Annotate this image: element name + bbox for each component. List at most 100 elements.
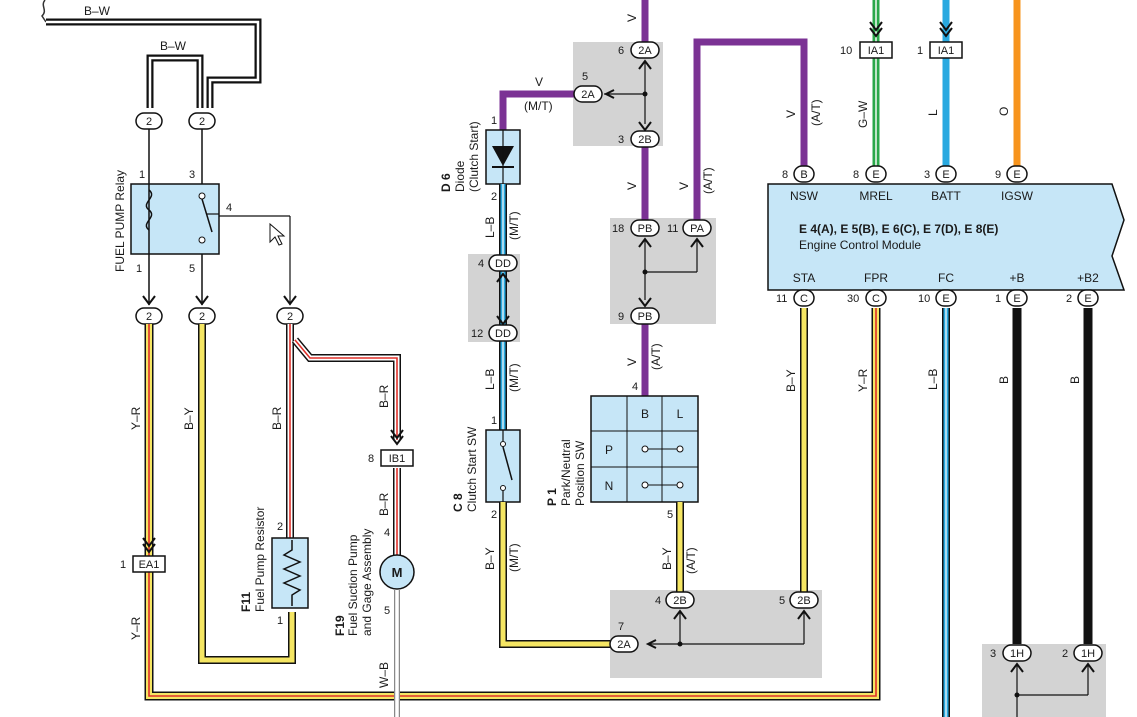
svg-text:8: 8 (782, 169, 788, 181)
svg-text:7: 7 (618, 621, 624, 633)
relay-name: FUEL PUMP Relay (113, 170, 127, 272)
label-mt-clutch: (M/T) (507, 543, 521, 572)
svg-text:E: E (1084, 293, 1091, 305)
svg-text:IA1: IA1 (938, 45, 955, 57)
junction-bottom-2b-2a: 2B 4 2B 5 2A 7 (609, 591, 819, 653)
pnp-code: P 1 (545, 488, 559, 506)
label-mt-lb1: (M/T) (507, 211, 521, 240)
junction-block-bottom (610, 590, 822, 678)
svg-text:2: 2 (199, 311, 205, 323)
svg-text:1H: 1H (1081, 648, 1095, 660)
ecm-name: Engine Control Module (799, 238, 921, 252)
svg-text:18: 18 (612, 223, 624, 235)
svg-text:PB: PB (638, 223, 653, 235)
svg-text:4: 4 (655, 595, 661, 607)
svg-text:PB: PB (638, 311, 653, 323)
relay-pin5: 5 (189, 263, 195, 275)
connector-2-by: 2 (188, 295, 216, 325)
svg-text:FPR: FPR (864, 271, 888, 285)
fuel-pump-motor: M (379, 554, 415, 717)
junction-2a-mid: 2A 5 (573, 71, 603, 103)
svg-text:11: 11 (776, 293, 787, 305)
label-at-nsw: (A/T) (809, 99, 823, 126)
svg-text:3: 3 (618, 134, 624, 146)
svg-text:E: E (1013, 293, 1020, 305)
label-lb-1: L–B (483, 217, 497, 238)
clutch-name: Clutch Start SW (465, 426, 479, 512)
junction-1h: 1H 3 1H 2 (990, 644, 1103, 717)
svg-text:PA: PA (690, 223, 705, 235)
svg-text:5: 5 (779, 595, 785, 607)
ecm-top-pin-batt: E 3 BATT (924, 165, 962, 203)
svg-text:EA1: EA1 (139, 559, 160, 571)
junction-pb-pa: PB 18 PA 11 PB 9 (612, 219, 712, 325)
connector-2-br: 2 (276, 295, 304, 325)
relay-pin1-top: 1 (139, 169, 145, 181)
relay-pin3: 3 (189, 169, 195, 181)
svg-text:2: 2 (287, 311, 293, 323)
label-lb-2: L–B (483, 369, 497, 390)
label-bw-relay: B–W (160, 39, 187, 53)
svg-text:STA: STA (793, 271, 815, 285)
resistor-name: Fuel Pump Resistor (253, 507, 267, 612)
relay-pin4: 4 (226, 202, 232, 214)
label-gw: G–W (856, 100, 870, 128)
mouse-pointer-icon (269, 222, 286, 246)
svg-text:4: 4 (478, 258, 484, 270)
svg-text:E: E (1013, 169, 1020, 181)
label-v-pn: V (625, 358, 639, 366)
pnp-pin5: 5 (667, 509, 673, 521)
label-yr-fpr: Y–R (856, 368, 870, 392)
diode-name1: Diode (453, 160, 467, 192)
clutch-start-switch (485, 429, 521, 503)
connector-2-relay-pin3-top: 2 (188, 112, 216, 130)
label-o: O (997, 107, 1011, 116)
diode-clutch-start (485, 129, 521, 185)
wire-by-clutch (499, 502, 610, 648)
svg-text:2B: 2B (673, 595, 686, 607)
svg-text:9: 9 (618, 311, 624, 323)
label-v-diode: V (535, 75, 543, 89)
pnp-name1: Park/Neutral (559, 439, 573, 506)
label-at-by-pn: (A/T) (684, 547, 698, 574)
svg-text:1: 1 (995, 293, 1001, 305)
pnp-pin4: 4 (632, 381, 638, 393)
svg-text:E: E (942, 293, 949, 305)
fuel-pump-resistor (271, 537, 309, 609)
resistor-pin1: 1 (277, 615, 283, 627)
wire-v-diode (499, 90, 590, 130)
label-b-1: B (997, 376, 1011, 384)
junction-2a-top: 2A 6 (603, 41, 660, 132)
label-v-pa: V (677, 182, 691, 190)
svg-text:2A: 2A (617, 639, 631, 651)
svg-text:IGSW: IGSW (1001, 189, 1034, 203)
svg-text:2B: 2B (638, 134, 651, 146)
svg-text:IA1: IA1 (868, 45, 885, 57)
label-by-left: B–Y (182, 407, 196, 430)
svg-text:2A: 2A (638, 45, 652, 57)
label-at-pa: (A/T) (701, 167, 715, 194)
svg-text:6: 6 (618, 45, 624, 57)
wire-v-main (641, 0, 808, 396)
engine-control-module (767, 183, 1126, 291)
svg-text:2A: 2A (581, 89, 595, 101)
svg-text:5: 5 (582, 71, 588, 83)
ecm-top-pin-nsw: B 8 NSW (782, 165, 819, 203)
svg-text:2: 2 (1062, 648, 1068, 660)
svg-text:NSW: NSW (790, 189, 819, 203)
svg-text:1: 1 (120, 559, 126, 571)
label-yr-left: Y–R (129, 406, 143, 430)
svg-text:B: B (641, 407, 649, 421)
svg-text:2: 2 (1066, 293, 1072, 305)
label-by-clutch: B–Y (483, 547, 497, 570)
ecm-bottom-pin-sta: STA C 11 (776, 271, 815, 307)
svg-text:C: C (800, 293, 808, 305)
label-mt-diode: (M/T) (524, 99, 553, 113)
svg-text:N: N (605, 479, 614, 493)
svg-text:3: 3 (924, 169, 930, 181)
svg-text:+B2: +B2 (1077, 271, 1099, 285)
ecm-bottom-pin-plus-b2: +B2 E 2 (1066, 271, 1099, 307)
ecm-bottom-pin-plus-b: +B E 1 (995, 271, 1028, 307)
pump-name1: Fuel Suction Pump (346, 534, 360, 636)
